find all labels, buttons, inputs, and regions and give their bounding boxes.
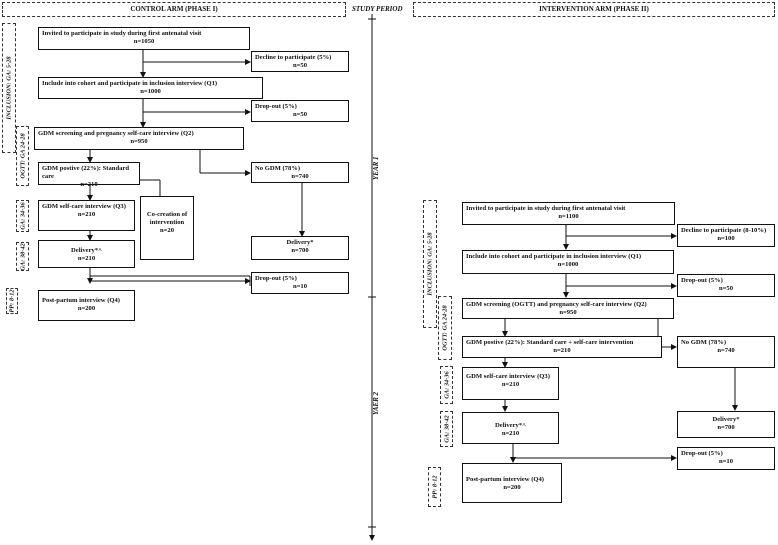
control-screening-box: GDM screening and pregnancy self-care in… xyxy=(34,127,244,150)
intervention-side-pp: PP: 8-12 xyxy=(428,467,441,507)
intervention-postpartum-box: Post-partum interview (Q4)n=200 xyxy=(462,463,562,503)
intervention-invite-box: Invited to participate in study during f… xyxy=(462,202,675,225)
intervention-arm-header: INTERVENTION ARM (PHASE II) xyxy=(413,2,775,17)
year-2-label: YAER 2 xyxy=(372,391,380,415)
control-dropout1-box: Drop-out (5%)n=50 xyxy=(251,100,349,122)
intervention-dropout1-box: Drop-out (5%)n=50 xyxy=(677,274,775,297)
control-side-inclusion: INCLUSION: GA: 5-28 xyxy=(2,23,16,153)
intervention-side-ogtt: OGTT: GA 24-28 xyxy=(438,296,452,360)
control-side-ga3842: GA: 38-42 xyxy=(16,242,29,271)
intervention-dropout2-box: Drop-out (5%)n=10 xyxy=(677,447,775,470)
control-selfcare-box: GDM self-care interview (Q3)n=210 xyxy=(38,200,135,231)
control-include-box: Include into cohort and participate in i… xyxy=(38,77,263,99)
intervention-no-gdm-box: No GDM (78%)n=740 xyxy=(677,336,775,368)
intervention-delivery-no-gdm-box: Delivery*n=700 xyxy=(677,411,775,438)
intervention-screening-box: GDM screening (OGTT) and pregnancy self-… xyxy=(462,298,674,319)
control-decline-box: Decline to participate (5%)n=50 xyxy=(251,51,349,72)
intervention-delivery-gdm-box: Delivery*^n=210 xyxy=(462,412,559,444)
year-1-label: YEAR 1 xyxy=(372,156,380,180)
control-side-ga3436: GA: 34-36 xyxy=(16,200,29,232)
intervention-include-box: Include into cohort and participate in i… xyxy=(462,250,674,274)
intervention-selfcare-box: GDM self-care interview (Q3)n=210 xyxy=(462,367,559,400)
intervention-side-ga3436: GA: 34-36 xyxy=(440,366,453,404)
control-arm-header: CONTROL ARM (PHASE I) xyxy=(2,2,346,17)
control-invite-box: Invited to participate in study during f… xyxy=(38,27,250,50)
control-side-ogtt: OGTT: GA 24-28 xyxy=(16,126,29,186)
intervention-side-ga3842: GA: 38-42 xyxy=(440,411,453,447)
control-postpartum-box: Post-partum interview (Q4)n=200 xyxy=(38,290,135,321)
control-no-gdm-box: No GDM (78%)n=740 xyxy=(251,162,349,183)
study-period-label: STUDY PERIOD xyxy=(352,5,403,13)
intervention-side-inclusion: INCLUSION: GA: 5-28 xyxy=(423,200,437,328)
control-side-pp: PP: 8-12 xyxy=(6,288,18,314)
control-dropout2-box: Drop-out (5%)n=10 xyxy=(251,272,349,294)
control-delivery-no-gdm-box: Delivery*n=700 xyxy=(251,236,349,260)
intervention-decline-box: Decline to participate (8-10%)n=100 xyxy=(677,224,775,247)
intervention-gdm-positive-box: GDM postive (22%): Standard care + self-… xyxy=(462,336,662,358)
control-delivery-gdm-box: Delivery*^n=210 xyxy=(38,240,135,268)
